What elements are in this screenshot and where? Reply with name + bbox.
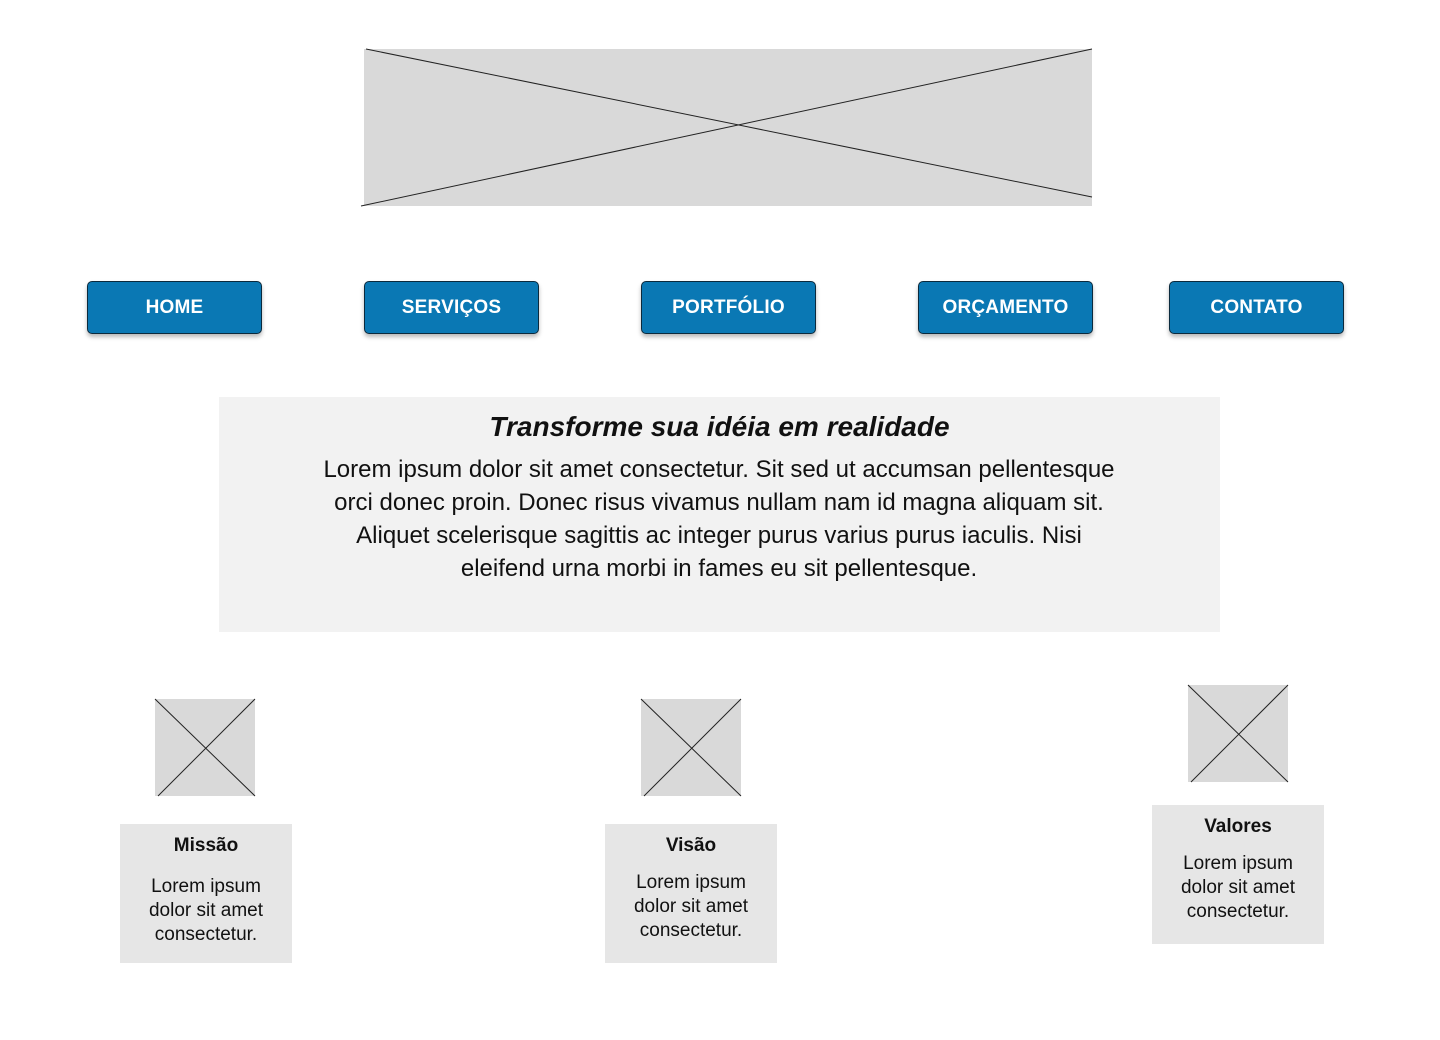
image-placeholder-icon (154, 698, 256, 797)
nav-button-home[interactable]: HOME (87, 281, 262, 334)
card-vision: Visão Lorem ipsum dolor sit amet consect… (605, 824, 777, 963)
mission-image-placeholder (154, 698, 256, 797)
card-values: Valores Lorem ipsum dolor sit amet conse… (1152, 805, 1324, 944)
card-title: Missão (173, 835, 239, 856)
vision-image-placeholder (640, 698, 742, 797)
nav-button-contato[interactable]: CONTATO (1169, 281, 1344, 334)
nav-button-portfolio[interactable]: PORTFÓLIO (641, 281, 816, 334)
image-placeholder-icon (640, 698, 742, 797)
image-placeholder-icon (360, 48, 1093, 207)
card-text: Lorem ipsum dolor sit amet consectetur. (633, 872, 749, 941)
hero-description: Lorem ipsum dolor sit amet consectetur. … (323, 456, 1115, 582)
card-mission: Missão Lorem ipsum dolor sit amet consec… (120, 824, 292, 963)
hero-section: Transforme sua idéia em realidade Lorem … (219, 397, 1220, 632)
card-title: Visão (665, 835, 717, 856)
image-placeholder-icon (1187, 684, 1289, 783)
values-image-placeholder (1187, 684, 1289, 783)
hero-image-placeholder (360, 48, 1093, 207)
nav-button-servicos[interactable]: SERVIÇOS (364, 281, 539, 334)
hero-title: Transforme sua idéia em realidade (489, 411, 950, 442)
nav-button-orcamento[interactable]: ORÇAMENTO (918, 281, 1093, 334)
card-text: Lorem ipsum dolor sit amet consectetur. (1180, 853, 1296, 922)
card-title: Valores (1204, 816, 1272, 837)
card-text: Lorem ipsum dolor sit amet consectetur. (148, 876, 264, 945)
